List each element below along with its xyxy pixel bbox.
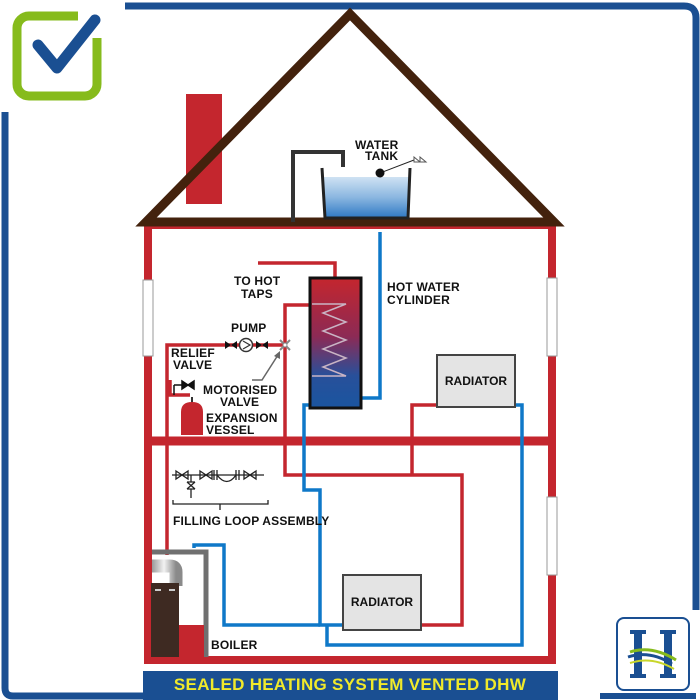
label-motorised-valve-2: VALVE — [220, 395, 259, 409]
label-to-hot-taps-2: TAPS — [241, 287, 273, 301]
checkmark-icon — [12, 8, 108, 101]
return-pipes — [192, 232, 524, 647]
label-relief-valve-1: RELIEF — [171, 346, 215, 360]
radiator-upper-label: RADIATOR — [445, 374, 508, 388]
label-water-tank-2: TANK — [365, 149, 398, 163]
roof — [135, 7, 565, 227]
title-banner: SEALED HEATING SYSTEM VENTED DHW — [143, 671, 558, 700]
boiler — [151, 549, 209, 657]
water-tank — [320, 155, 428, 220]
label-pump: PUMP — [231, 321, 266, 335]
motorised-valve-icon — [279, 339, 291, 351]
brand-logo-icon — [616, 617, 690, 691]
radiator-lower: RADIATOR — [342, 574, 422, 631]
label-expansion-vessel-2: VESSEL — [206, 423, 255, 437]
label-to-hot-taps-1: TO HOT — [234, 274, 281, 288]
wall-windows — [142, 277, 558, 576]
hot-water-cylinder — [308, 276, 363, 410]
label-filling-loop: FILLING LOOP ASSEMBLY — [173, 514, 329, 528]
label-hot-water-cylinder-1: HOT WATER — [387, 280, 460, 294]
label-motorised-valve-1: MOTORISED — [203, 383, 277, 397]
label-expansion-vessel-1: EXPANSION — [206, 411, 278, 425]
label-water-tank-1: WATER — [355, 138, 399, 152]
motorised-valve-pointer — [252, 354, 279, 381]
relief-valve-icon — [173, 379, 195, 395]
tank-vent-pipe — [291, 150, 345, 222]
banner-title: SEALED HEATING SYSTEM VENTED DHW — [174, 675, 527, 694]
pump-icon — [225, 337, 268, 353]
radiator-upper: RADIATOR — [436, 354, 516, 408]
label-hot-water-cylinder-2: CYLINDER — [387, 293, 450, 307]
filling-loop-icon — [172, 469, 269, 510]
label-boiler: BOILER — [211, 638, 258, 652]
label-relief-valve-2: VALVE — [173, 358, 212, 372]
expansion-vessel — [181, 397, 203, 435]
radiator-lower-label: RADIATOR — [351, 595, 414, 609]
